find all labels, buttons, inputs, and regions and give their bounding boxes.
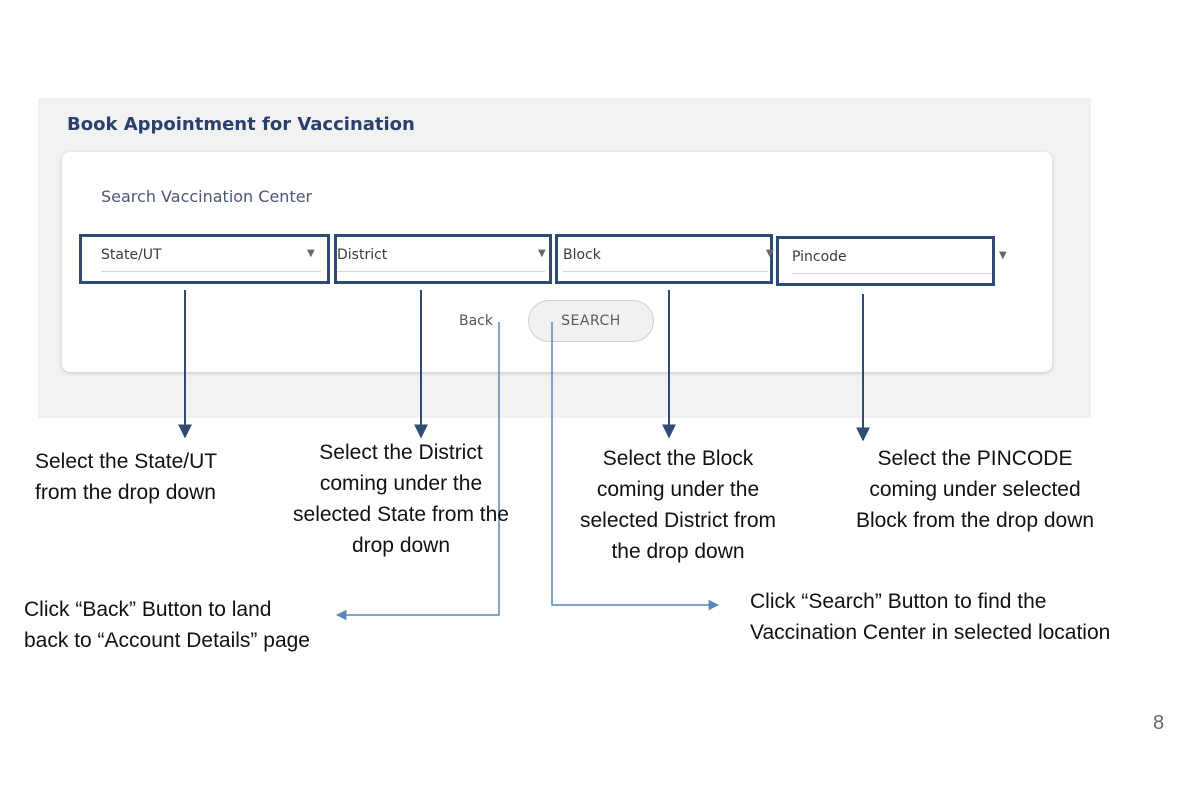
card-subtitle: Search Vaccination Center <box>101 187 313 206</box>
pincode-dropdown-underline <box>792 273 992 274</box>
state-dropdown-label: State/UT <box>101 247 162 263</box>
page-number: 8 <box>1153 712 1165 734</box>
state-dropdown-underline <box>101 271 321 272</box>
district-callout: Select the District coming under the sel… <box>293 441 509 557</box>
state-dropdown[interactable]: State/UT ▼ <box>79 234 330 284</box>
search-arrow <box>551 322 720 611</box>
pincode-dropdown-label: Pincode <box>792 249 847 265</box>
page-title: Book Appointment for Vaccination <box>67 114 415 135</box>
state-callout: Select the State/UT from the drop down <box>35 450 218 504</box>
chevron-down-icon: ▼ <box>307 248 315 259</box>
chevron-down-icon: ▼ <box>538 248 546 259</box>
pincode-dropdown[interactable]: Pincode <box>776 236 995 286</box>
block-dropdown-label: Block <box>563 247 601 263</box>
block-callout: Select the Block coming under the select… <box>579 447 777 563</box>
block-dropdown-underline <box>563 271 768 272</box>
chevron-down-icon: ▼ <box>766 248 774 259</box>
search-callout: Click “Search” Button to find the Vaccin… <box>750 590 1111 644</box>
chevron-down-icon[interactable]: ▼ <box>999 250 1007 261</box>
district-dropdown-underline <box>337 271 545 272</box>
block-dropdown[interactable]: Block ▼ <box>555 234 774 284</box>
pincode-callout: Select the PINCODE coming under selected… <box>855 447 1095 532</box>
back-link[interactable]: Back <box>459 313 493 329</box>
district-dropdown[interactable]: District ▼ <box>334 234 552 284</box>
back-arrow <box>335 322 500 621</box>
district-dropdown-label: District <box>337 247 388 263</box>
search-button[interactable]: SEARCH <box>528 300 654 342</box>
back-callout: Click “Back” Button to land back to “Acc… <box>24 598 310 652</box>
